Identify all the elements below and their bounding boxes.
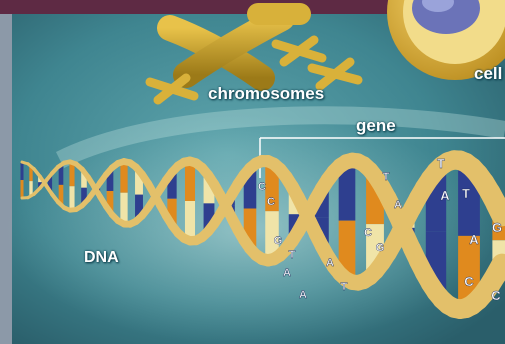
base-pair-half: [69, 162, 74, 186]
backbone-strand-a: [496, 264, 502, 275]
base-letter: C: [258, 181, 266, 193]
base-letter: G: [376, 242, 385, 254]
base-letter: T: [341, 281, 348, 293]
base-pair-half: [69, 186, 74, 210]
base-letter: A: [283, 267, 291, 279]
base-letter: T: [437, 156, 445, 171]
base-pair-half: [21, 162, 24, 180]
left-edge-strip: [0, 0, 12, 344]
base-pair-half: [21, 180, 24, 198]
dna-label: DNA: [84, 249, 119, 267]
base-letter: G: [492, 220, 502, 235]
backbone-strand-b: [496, 204, 502, 216]
base-letter: A: [299, 289, 307, 301]
base-pair-half: [120, 161, 127, 192]
base-letter: A: [440, 188, 450, 203]
base-letter: A: [469, 232, 479, 247]
base-letter: C: [267, 196, 275, 208]
base-letter: A: [326, 257, 334, 269]
gene-label: gene: [356, 116, 396, 136]
base-letter: C: [464, 274, 474, 289]
base-letter: C: [491, 288, 501, 303]
base-letter: G: [274, 235, 283, 247]
base-letter: C: [364, 227, 372, 239]
base-letter: T: [462, 186, 470, 201]
chromosomes-label: chromosomes: [208, 84, 324, 104]
cell-label: cell: [474, 64, 502, 84]
base-letter: T: [383, 171, 390, 183]
base-letter: T: [289, 249, 296, 261]
base-letter: A: [394, 199, 402, 211]
